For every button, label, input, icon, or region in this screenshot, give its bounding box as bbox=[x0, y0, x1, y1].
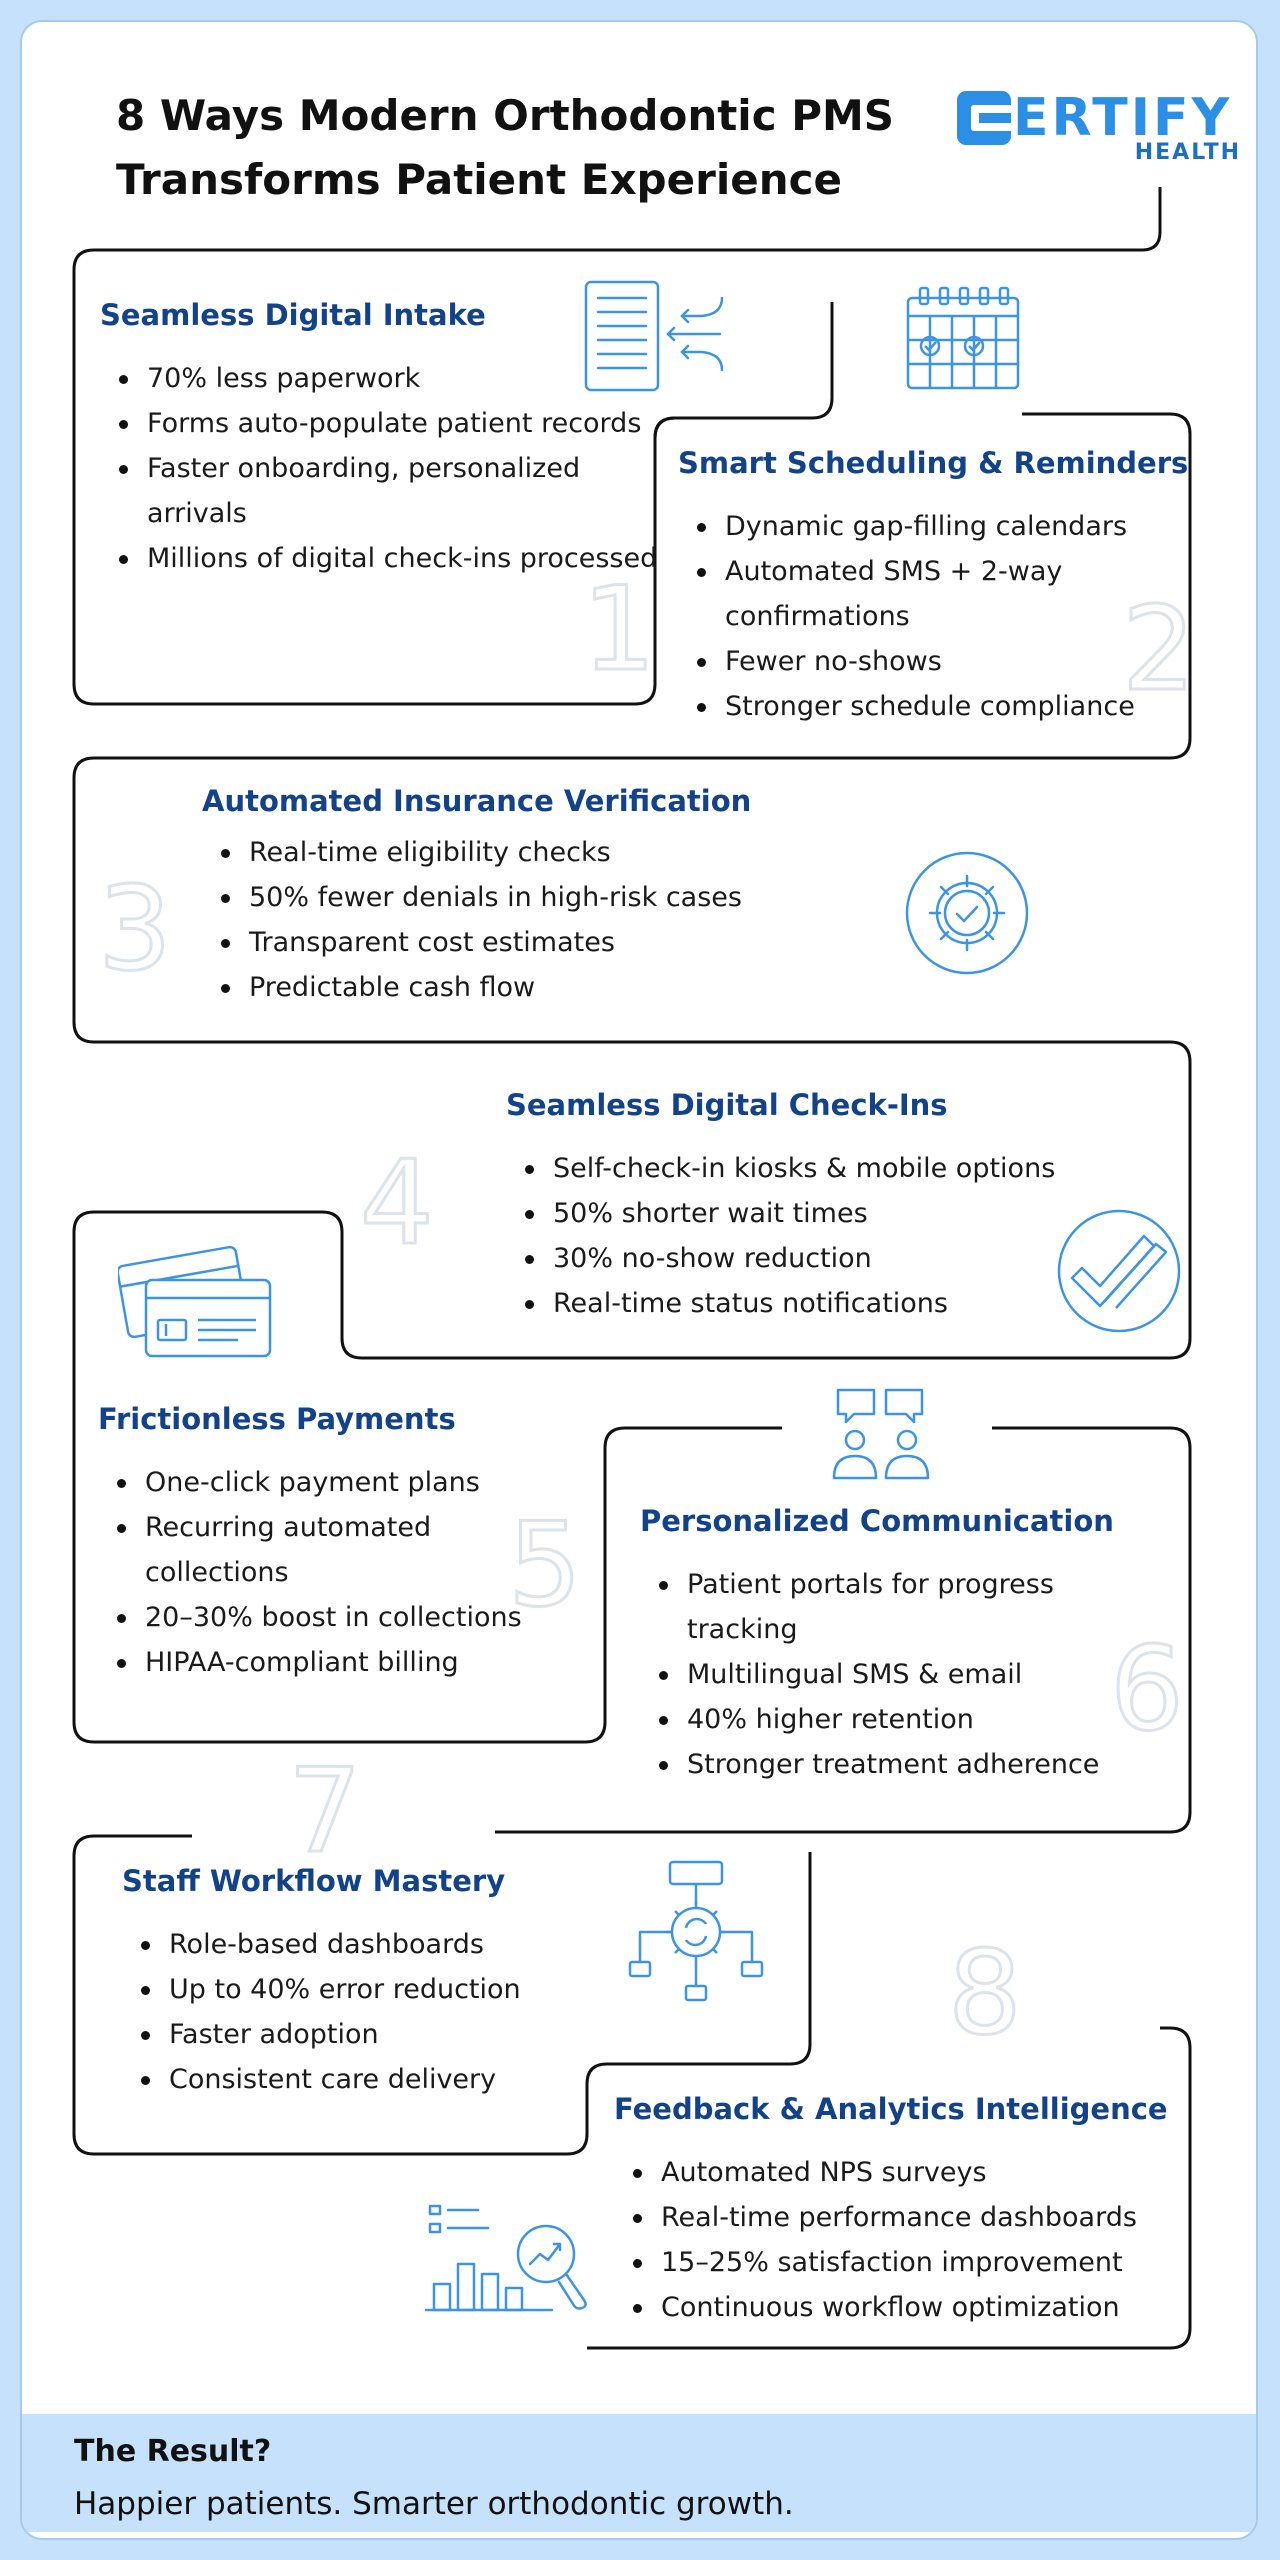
section-7: Staff Workflow Mastery Role-based dashbo… bbox=[122, 1864, 602, 2102]
form-transfer-icon bbox=[584, 280, 724, 392]
calendar-icon bbox=[906, 286, 1020, 390]
workflow-gear-icon bbox=[628, 1860, 764, 2002]
section-3-number: 3 bbox=[97, 862, 174, 997]
section-1: Seamless Digital Intake 70% less paperwo… bbox=[100, 298, 660, 581]
section-5-number: 5 bbox=[507, 1498, 584, 1633]
list-item: Continuous workflow optimization bbox=[633, 2285, 1204, 2330]
section-6-number: 6 bbox=[1109, 1622, 1186, 1757]
list-item: 70% less paperwork bbox=[119, 356, 667, 401]
section-7-number: 7 bbox=[287, 1744, 364, 1879]
list-item: 50% fewer denials in high-risk cases bbox=[221, 875, 822, 920]
list-item: 50% shorter wait times bbox=[525, 1191, 1126, 1236]
list-item: Dynamic gap-filling calendars bbox=[697, 504, 1165, 549]
list-item: 30% no-show reduction bbox=[525, 1236, 1126, 1281]
list-item: Predictable cash flow bbox=[221, 965, 822, 1010]
list-item: Role-based dashboards bbox=[141, 1922, 602, 1967]
section-8-title: Feedback & Analytics Intelligence bbox=[614, 2092, 1168, 2126]
list-item: Forms auto-populate patient records bbox=[119, 401, 667, 446]
page-title: 8 Ways Modern Orthodontic PMS Transforms… bbox=[116, 84, 936, 212]
section-4-bullets: Self-check-in kiosks & mobile options 50… bbox=[506, 1146, 1126, 1326]
double-check-icon bbox=[1057, 1209, 1181, 1333]
list-item: 15–25% satisfaction improvement bbox=[633, 2240, 1204, 2285]
logo-c-mark bbox=[957, 91, 1011, 145]
section-1-bullets: 70% less paperwork Forms auto-populate p… bbox=[100, 356, 667, 581]
analytics-magnifier-icon bbox=[424, 2204, 587, 2312]
list-item: Stronger treatment adherence bbox=[659, 1742, 1127, 1787]
list-item: Patient portals for progress tracking bbox=[659, 1562, 1127, 1652]
list-item: HIPAA-compliant billing bbox=[117, 1640, 565, 1685]
section-4: Seamless Digital Check-Ins Self-check-in… bbox=[506, 1088, 1126, 1326]
list-item: Automated SMS + 2-way confirmations bbox=[697, 549, 1165, 639]
result-title: The Result? bbox=[74, 2434, 272, 2469]
list-item: Fewer no-shows bbox=[697, 639, 1165, 684]
section-8-bullets: Automated NPS surveys Real-time performa… bbox=[614, 2150, 1204, 2330]
gear-check-icon bbox=[905, 851, 1029, 975]
section-5: Frictionless Payments One-click payment … bbox=[98, 1402, 588, 1685]
list-item: Faster onboarding, personalized arrivals bbox=[119, 446, 667, 536]
section-6-bullets: Patient portals for progress tracking Mu… bbox=[640, 1562, 1127, 1787]
section-5-bullets: One-click payment plans Recurring automa… bbox=[98, 1460, 565, 1685]
section-2-title: Smart Scheduling & Reminders bbox=[678, 446, 1189, 480]
section-2: Smart Scheduling & Reminders Dynamic gap… bbox=[678, 446, 1188, 729]
list-item: Self-check-in kiosks & mobile options bbox=[525, 1146, 1126, 1191]
list-item: Real-time performance dashboards bbox=[633, 2195, 1204, 2240]
section-1-title: Seamless Digital Intake bbox=[100, 298, 486, 332]
section-3-title: Automated Insurance Verification bbox=[202, 784, 752, 818]
title-line-2: Transforms Patient Experience bbox=[116, 155, 842, 204]
section-3-bullets: Real-time eligibility checks 50% fewer d… bbox=[202, 830, 822, 1010]
logo-subtext: HEALTH bbox=[1134, 140, 1241, 165]
section-frame-lines bbox=[72, 187, 1192, 2350]
section-6-title: Personalized Communication bbox=[640, 1504, 1114, 1538]
section-4-number: 4 bbox=[359, 1136, 436, 1271]
section-7-title: Staff Workflow Mastery bbox=[122, 1864, 506, 1898]
section-4-title: Seamless Digital Check-Ins bbox=[506, 1088, 948, 1122]
list-item: Millions of digital check-ins processed bbox=[119, 536, 667, 581]
logo-word: ERTIFY bbox=[1013, 88, 1233, 148]
section-7-bullets: Role-based dashboards Up to 40% error re… bbox=[122, 1922, 602, 2102]
result-banner: The Result? Happier patients. Smarter or… bbox=[22, 2414, 1256, 2532]
list-item: 20–30% boost in collections bbox=[117, 1595, 565, 1640]
list-item: Multilingual SMS & email bbox=[659, 1652, 1127, 1697]
section-2-number: 2 bbox=[1121, 582, 1198, 717]
people-chat-icon bbox=[832, 1388, 930, 1480]
section-8: Feedback & Analytics Intelligence Automa… bbox=[614, 2092, 1204, 2330]
result-text: Happier patients. Smarter orthodontic gr… bbox=[74, 2486, 794, 2522]
list-item: 40% higher retention bbox=[659, 1697, 1127, 1742]
credit-cards-icon bbox=[118, 1245, 272, 1358]
title-line-1: 8 Ways Modern Orthodontic PMS bbox=[116, 91, 895, 140]
section-1-number: 1 bbox=[581, 562, 658, 697]
list-item: Up to 40% error reduction bbox=[141, 1967, 602, 2012]
section-2-bullets: Dynamic gap-filling calendars Automated … bbox=[678, 504, 1165, 729]
list-item: One-click payment plans bbox=[117, 1460, 565, 1505]
section-6: Personalized Communication Patient porta… bbox=[640, 1504, 1180, 1787]
list-item: Consistent care delivery bbox=[141, 2057, 602, 2102]
infographic-card: 8 Ways Modern Orthodontic PMS Transforms… bbox=[20, 20, 1258, 2540]
list-item: Stronger schedule compliance bbox=[697, 684, 1165, 729]
list-item: Automated NPS surveys bbox=[633, 2150, 1204, 2195]
list-item: Transparent cost estimates bbox=[221, 920, 822, 965]
list-item: Real-time status notifications bbox=[525, 1281, 1126, 1326]
section-5-title: Frictionless Payments bbox=[98, 1402, 456, 1436]
section-8-number: 8 bbox=[947, 1926, 1024, 2061]
list-item: Faster adoption bbox=[141, 2012, 602, 2057]
section-3: Automated Insurance Verification Real-ti… bbox=[202, 784, 822, 1010]
list-item: Recurring automated collections bbox=[117, 1505, 565, 1595]
list-item: Real-time eligibility checks bbox=[221, 830, 822, 875]
certify-health-logo: ERTIFY HEALTH bbox=[957, 88, 1256, 178]
